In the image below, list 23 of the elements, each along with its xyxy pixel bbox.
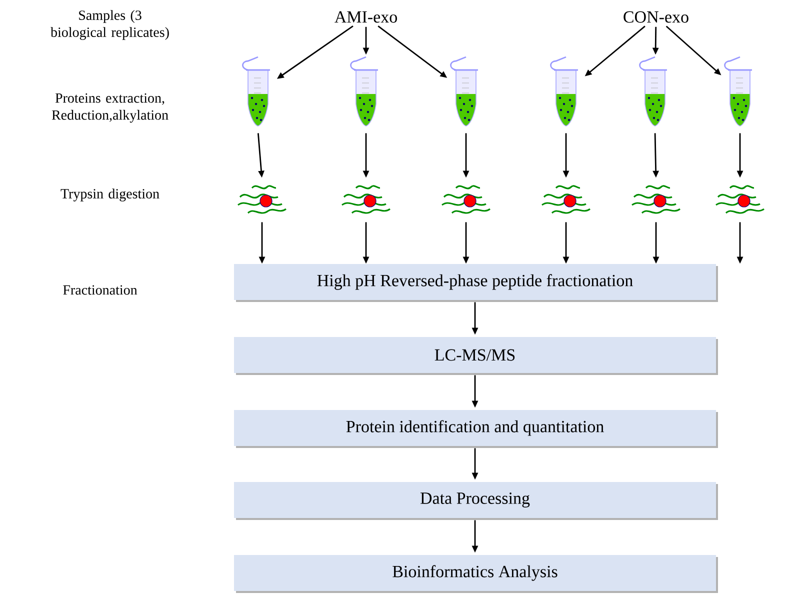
- step-label: Proteins extraction, Reduction,alkylation: [52, 93, 168, 123]
- tube-drawing: [724, 56, 752, 126]
- tube-drawing: [350, 56, 378, 126]
- digestion-drawing: [442, 185, 490, 214]
- group-label: CON-exo: [624, 11, 688, 23]
- digestion-drawing: [716, 185, 764, 214]
- step-label: Fractionation: [63, 285, 138, 295]
- digestion-drawing: [238, 185, 286, 214]
- process-box: Data Processing: [234, 482, 718, 520]
- process-box: High pH Reversed-phase peptide fractionation: [234, 264, 718, 302]
- tube-drawing: [550, 56, 578, 126]
- process-box: Bioinformatics Analysis: [234, 555, 718, 593]
- group-label: AMI-exo: [334, 11, 397, 23]
- step-label: Trypsin digestion: [60, 188, 160, 202]
- tube-drawing: [639, 56, 667, 126]
- digestion-drawing: [632, 185, 680, 214]
- digestion-drawing: [342, 185, 390, 214]
- process-box: LC-MS/MS: [234, 337, 718, 375]
- process-box: Protein identification and quantitation: [234, 410, 718, 448]
- step-label: Samples (3 biological replicates): [50, 10, 169, 40]
- tube-drawing: [450, 56, 478, 126]
- digestion-drawing: [542, 185, 590, 214]
- tube-drawing: [242, 56, 270, 126]
